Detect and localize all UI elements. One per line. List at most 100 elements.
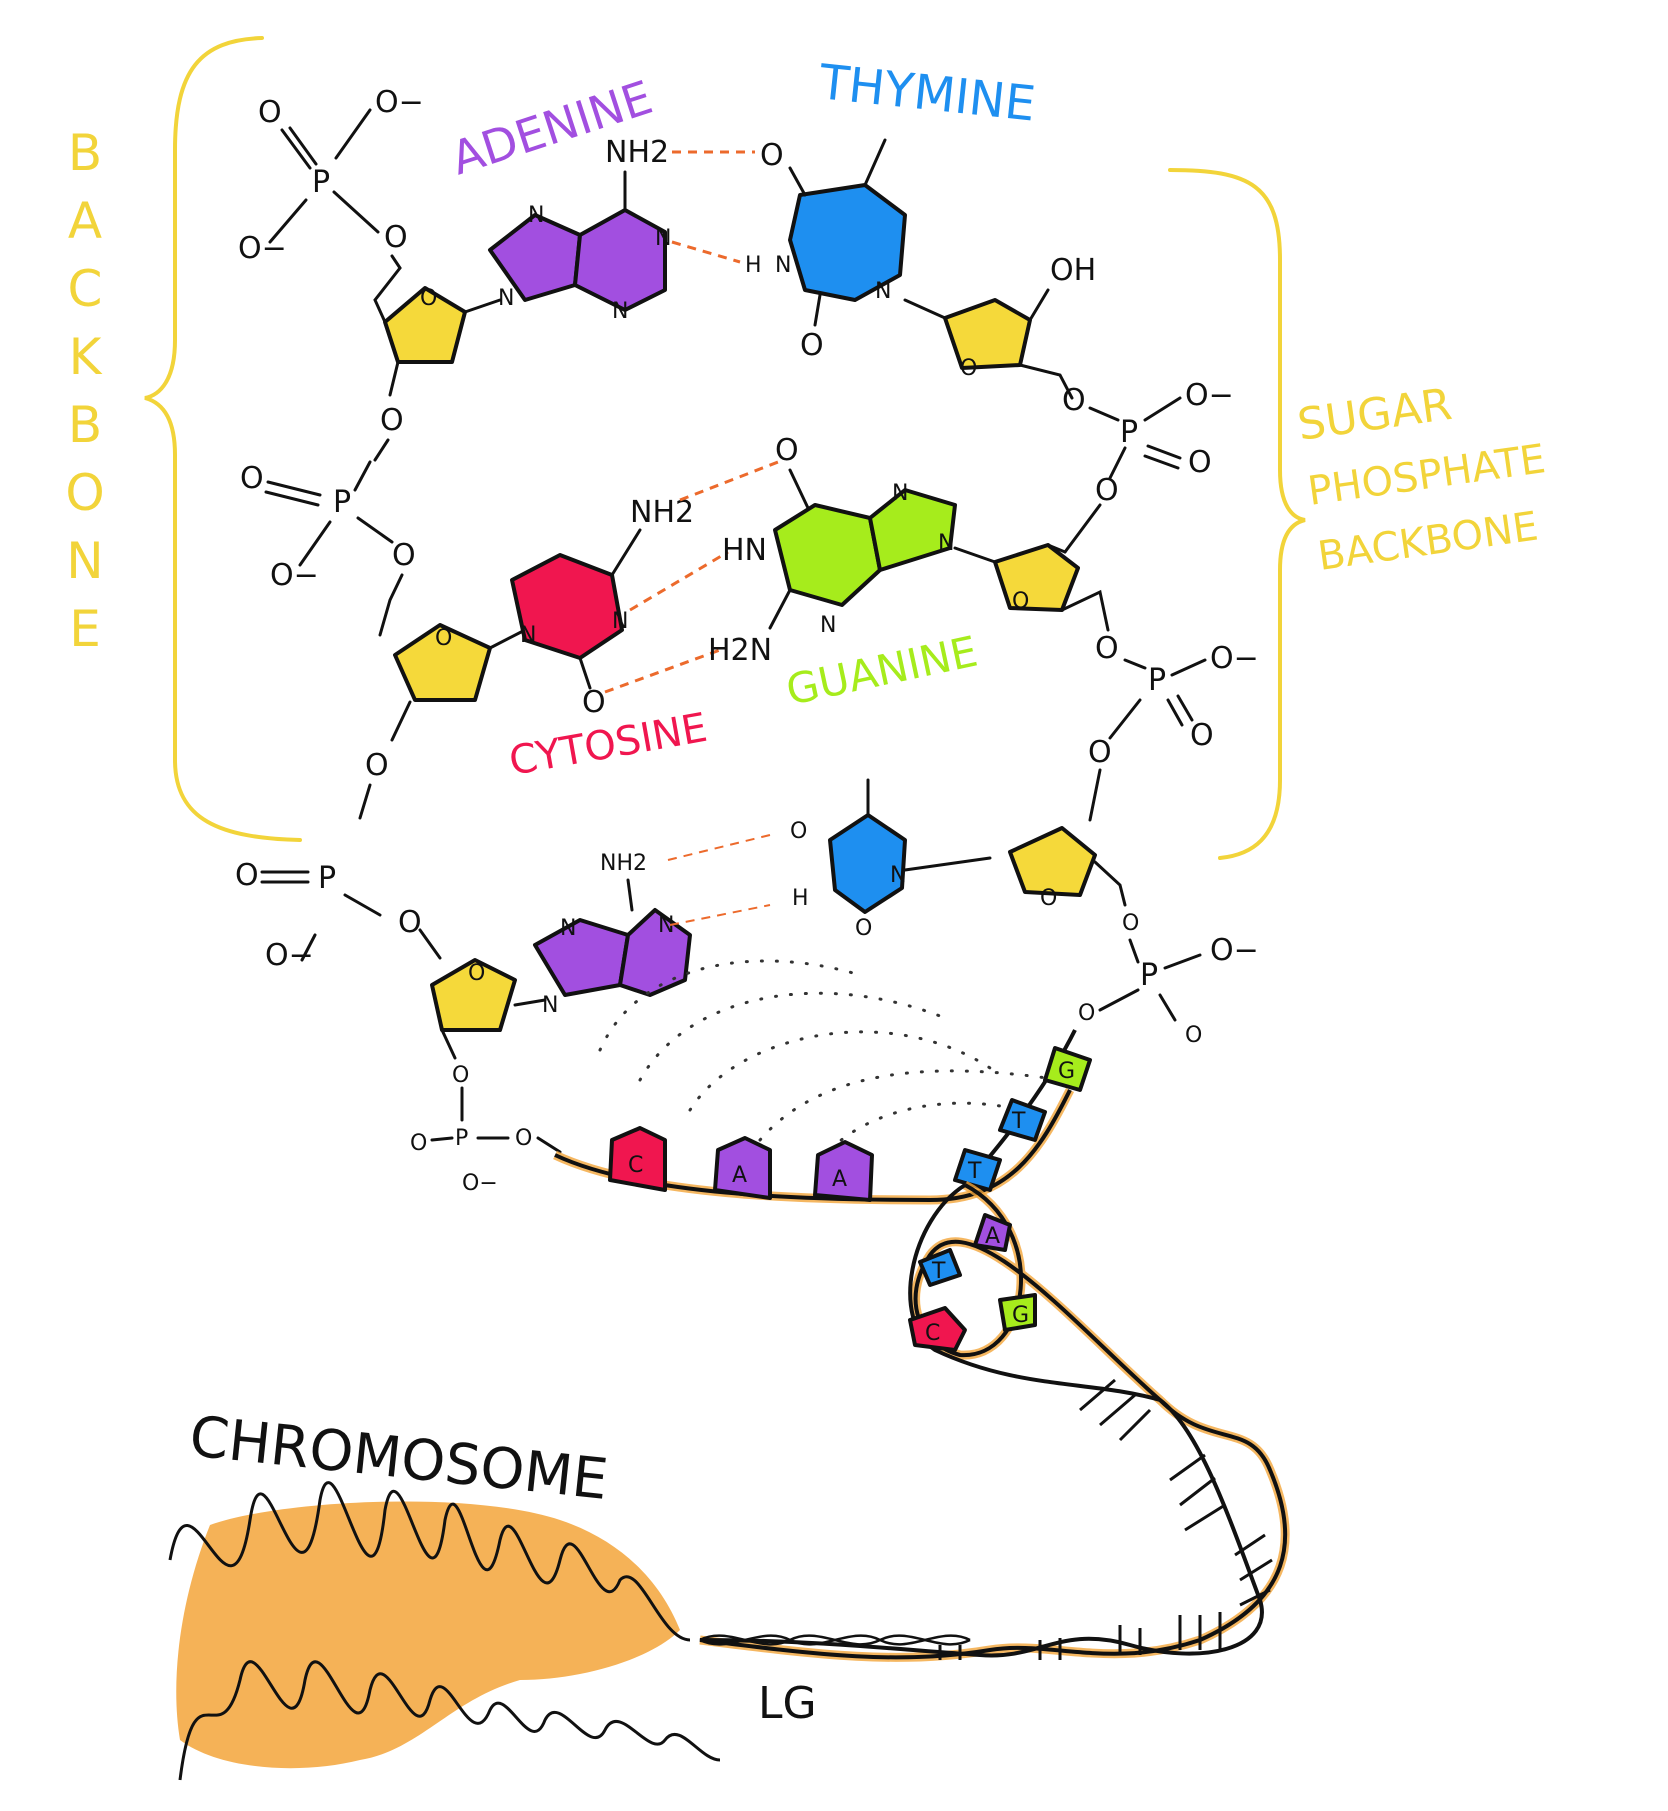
svg-text:O: O [258,95,282,130]
svg-text:A: A [732,1163,747,1188]
svg-text:O−: O− [375,85,424,120]
svg-text:N: N [658,913,674,938]
guanine-label: GUANINE [782,627,982,715]
svg-text:O−: O− [238,231,287,266]
sugar-ring-4: O [953,543,1110,632]
sugar-ring-3: O O [365,623,527,783]
svg-text:O: O [1078,1001,1095,1026]
svg-text:C: C [628,1153,643,1178]
hbond-at-2 [671,240,741,264]
chromosome-shape [168,1481,721,1781]
svg-text:O: O [1190,718,1214,753]
right-backbone-brace [1168,168,1306,860]
svg-text:O: O [410,1131,427,1156]
svg-text:P: P [1120,415,1138,450]
helix-strand-b [699,1183,1264,1658]
svg-text:N: N [498,286,514,311]
svg-text:N: N [655,226,671,251]
hbond-cg-1 [679,460,779,502]
svg-text:P: P [312,165,330,200]
svg-text:O: O [1062,383,1086,418]
svg-text:N: N [612,299,628,324]
svg-text:NH2: NH2 [600,851,647,876]
svg-text:H: H [745,253,762,278]
cytosine-label: CYTOSINE [506,705,711,785]
ladder-base-3: A [813,1140,874,1202]
svg-text:O: O [452,1063,469,1088]
sugar-ring-5: O O [430,958,547,1088]
sugar-ring-6: O [1008,826,1127,911]
svg-text:O: O [365,748,389,783]
phosphate-group-right-3: O P O− O O [1078,911,1259,1048]
svg-text:O: O [435,626,452,651]
svg-text:C: C [925,1321,940,1346]
left-backbone-brace [144,36,302,842]
hbond-cg-3 [604,648,721,694]
svg-text:OH: OH [1050,253,1096,288]
guanine-middle: O HN N N N H2N GUANINE [708,433,982,715]
phosphate-group-small: O P O O− [410,1086,562,1196]
svg-text:HN: HN [722,533,767,568]
svg-text:G: G [1012,1303,1029,1328]
hbond-at-3 [667,834,771,861]
ladder-base-1: C [608,1126,667,1192]
helix-rungs [938,1378,1273,1660]
helix-tail [699,1634,971,1646]
svg-text:O: O [855,916,872,941]
svg-text:O: O [515,1126,532,1151]
sugar-ring-1: O O [373,266,502,438]
helix-strand-a [699,1183,1288,1660]
svg-text:O−: O− [270,558,319,593]
svg-text:O: O [1012,589,1029,614]
svg-text:T: T [967,1159,982,1184]
svg-text:O: O [398,905,422,940]
svg-text:O−: O− [1210,933,1259,968]
svg-text:T: T [931,1259,946,1284]
svg-text:O−: O− [1210,641,1259,676]
svg-text:O: O [790,819,807,844]
ladder-base-6: G [1043,1046,1092,1092]
svg-text:O: O [1188,445,1212,480]
svg-text:O: O [1040,886,1057,911]
svg-text:O: O [582,685,606,720]
svg-text:O: O [420,286,437,311]
cytosine-middle: N N NH2 O CYTOSINE [506,495,711,785]
svg-text:O: O [775,433,799,468]
helix-base-2: T [918,1248,962,1287]
svg-text:O: O [240,461,264,496]
svg-text:O: O [960,356,977,381]
svg-text:N: N [528,203,544,228]
svg-text:N: N [520,623,536,648]
svg-text:O−: O− [265,938,314,973]
phosphate-group-right-1: O P O− O O [1062,378,1234,554]
svg-text:P: P [1140,958,1158,993]
thymine-lower: O H N O [790,778,992,941]
svg-text:P: P [1148,663,1166,698]
ladder-base-4: T [953,1148,1002,1192]
svg-text:P: P [318,861,336,896]
adenine-lower: N N N NH2 [533,851,692,1018]
svg-text:O: O [380,403,404,438]
svg-text:NH2: NH2 [605,135,669,170]
helix-base-1: A [973,1213,1012,1252]
hbond-cg-2 [629,550,729,612]
svg-text:O: O [1122,911,1139,936]
svg-text:O: O [392,538,416,573]
svg-text:O: O [1088,735,1112,770]
helix-base-3: G [998,1293,1037,1332]
signature: LG [758,1678,817,1729]
svg-text:O: O [760,138,784,173]
svg-text:N: N [938,531,954,556]
sugar-ring-2: O OH [903,253,1096,400]
svg-text:N: N [875,279,891,304]
svg-text:O−: O− [462,1171,498,1196]
svg-text:A: A [832,1167,847,1192]
dotted-arcs [598,959,1062,1152]
phosphate-group-right-2: O P O− O O [1088,631,1259,822]
svg-text:P: P [455,1126,468,1151]
svg-text:O: O [1095,473,1119,508]
svg-text:O: O [468,961,485,986]
svg-text:N: N [560,916,576,941]
svg-text:O: O [384,220,408,255]
